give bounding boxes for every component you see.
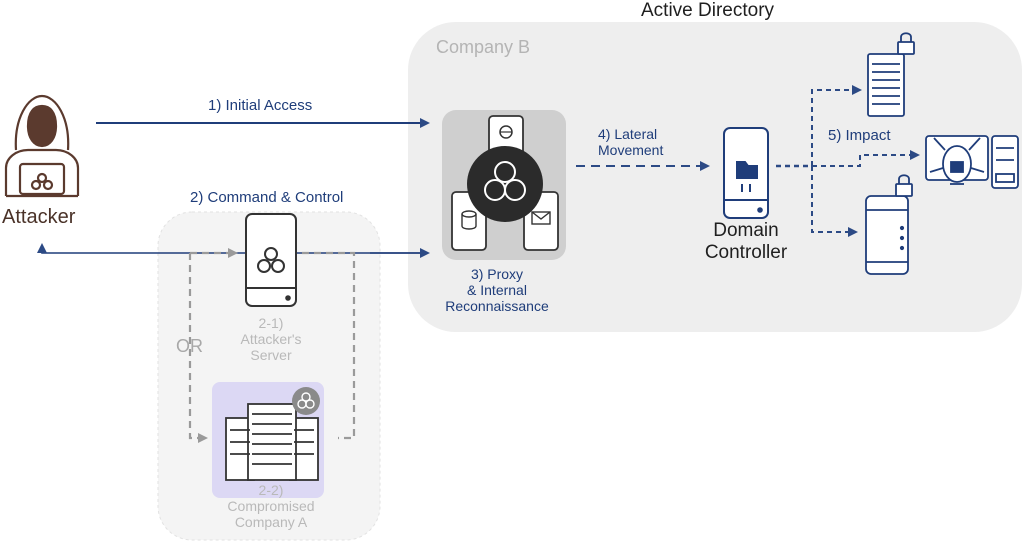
- company-b-label: Company B: [436, 37, 531, 57]
- compromised-line-2: Compromised: [227, 498, 315, 515]
- proxy-recon-line-2: & Internal: [467, 282, 527, 299]
- or-label: OR: [176, 336, 203, 356]
- server-rack-icon: [225, 403, 319, 481]
- impact-to-top-server: [811, 85, 862, 166]
- domain-controller-icon: [723, 127, 769, 219]
- attacker-server-line-2: Attacker's: [240, 331, 302, 348]
- step-initial-access: 1) Initial Access: [208, 97, 313, 114]
- infected-computer-icon: [925, 135, 1019, 189]
- attacker-server-line-3: Server: [250, 347, 292, 364]
- attacker-label: Attacker: [2, 206, 76, 228]
- compromised-line-1: 2-2): [258, 482, 284, 498]
- step-impact: 5) Impact: [828, 127, 891, 144]
- c2-return-arrow: [37, 243, 428, 254]
- lateral-line-1: 4) Lateral: [598, 126, 658, 142]
- impact-to-tablet: [811, 166, 858, 237]
- diagram-title: Active Directory: [641, 0, 775, 21]
- domain-controller-label: Domain Controller: [690, 220, 802, 264]
- step-lateral-movement: 4) Lateral Movement: [598, 126, 663, 158]
- proxy-recon-line-1: 3) Proxy: [470, 266, 524, 282]
- c2-dash-right: [302, 251, 356, 440]
- attacker-server-line-1: 2-1): [258, 315, 284, 331]
- biohazard-badge-icon: [292, 387, 320, 415]
- step-proxy-recon: 3) Proxy & Internal Reconnaissance: [432, 266, 562, 314]
- proxy-recon-line-3: Reconnaissance: [445, 298, 549, 315]
- dc-line-1: Domain: [713, 220, 779, 241]
- c2-dash-left-down: [188, 253, 208, 443]
- compromised-company-label: 2-2) Compromised Company A: [212, 482, 330, 530]
- hooded-hacker-icon: [4, 94, 80, 198]
- locked-server-icon: [867, 32, 915, 117]
- compromised-line-3: Company A: [234, 514, 308, 531]
- biohazard-devices-icon: [442, 110, 566, 260]
- lateral-line-2: Movement: [598, 142, 664, 159]
- locked-tablet-icon: [865, 174, 913, 275]
- biohazard-server-icon: [245, 213, 297, 307]
- step-command-control: 2) Command & Control: [190, 189, 344, 206]
- attacker-server-label: 2-1) Attacker's Server: [222, 315, 320, 363]
- dc-line-2: Controller: [704, 241, 788, 263]
